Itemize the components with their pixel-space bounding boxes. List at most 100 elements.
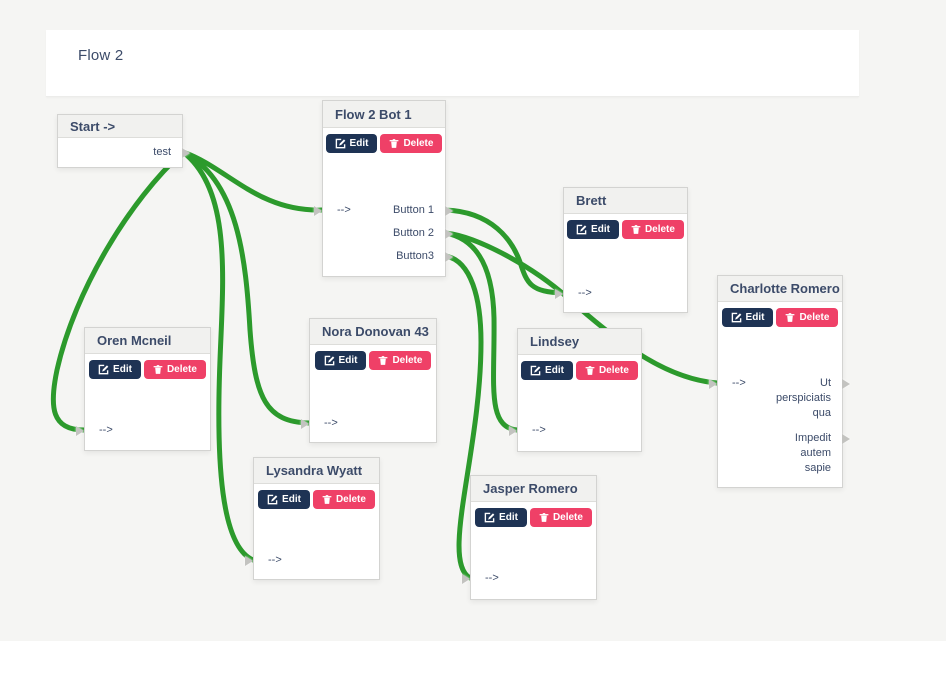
node-title: Charlotte Romero [718,276,842,302]
output-port[interactable] [182,148,190,158]
output-port[interactable] [842,434,850,444]
input-port[interactable] [709,379,717,389]
input-port-label: --> [485,572,499,584]
edit-button-label: Edit [338,355,358,366]
connection-wire[interactable] [180,149,312,426]
input-port[interactable] [76,426,84,436]
input-port-label: --> [578,287,592,299]
edit-button[interactable]: Edit [314,351,367,370]
input-port-label: --> [532,424,546,436]
delete-button[interactable]: Delete [776,308,839,327]
edit-button[interactable]: Edit [567,220,619,239]
input-port[interactable] [555,289,563,299]
delete-icon [379,356,388,365]
delete-button-label: Delete [335,494,366,505]
output-port[interactable] [445,252,453,262]
input-port[interactable] [314,206,322,216]
edit-icon [484,512,495,523]
output-port-label: test [153,146,171,158]
flow-node-flow2bot1[interactable]: Flow 2 Bot 1 Edit Delete --> Button 1 Button … [314,100,453,277]
edit-button-label: Edit [545,365,564,376]
delete-icon [153,365,163,374]
output-port-label: Impedit autem sapie [794,432,831,474]
delete-button[interactable]: Delete [621,220,684,239]
edit-button-label: Edit [349,138,369,149]
connection-wire[interactable] [50,149,186,433]
edit-icon [576,224,587,235]
input-port-label: --> [337,204,351,216]
node-title: Brett [564,188,687,214]
edit-button[interactable]: Edit [89,360,141,379]
delete-button-label: Delete [598,365,629,376]
delete-button[interactable]: Delete [529,508,592,527]
edit-button[interactable]: Edit [521,361,573,380]
edit-button-label: Edit [499,512,518,523]
edit-button[interactable]: Edit [325,134,378,153]
output-port-label: Button3 [396,250,434,262]
flow-node-start[interactable]: Start -> test [57,114,190,168]
input-port-label: --> [268,554,282,566]
delete-button[interactable]: Delete [575,361,638,380]
delete-button[interactable]: Delete [380,134,443,153]
edit-button-label: Edit [282,494,301,505]
delete-icon [539,513,549,522]
edit-button[interactable]: Edit [475,508,527,527]
node-title: Lindsey [518,329,641,355]
edit-icon [98,364,109,375]
input-port[interactable] [245,556,253,566]
connection-wire[interactable] [180,149,256,563]
delete-icon [585,366,595,375]
edit-button[interactable]: Edit [721,308,774,327]
connection-wire[interactable] [443,230,520,433]
delete-button[interactable]: Delete [312,490,375,509]
output-port[interactable] [445,229,453,239]
delete-button-label: Delete [403,138,434,149]
flow-header: Flow 2 [46,30,859,97]
input-port-label: --> [99,424,113,436]
edit-button-label: Edit [113,364,132,375]
edit-icon [530,365,541,376]
delete-icon [390,139,399,148]
output-port-label: Button 1 [393,204,434,216]
node-title: Lysandra Wyatt [254,458,379,484]
output-port-label: Button 2 [393,227,434,239]
output-port[interactable] [445,206,453,216]
input-port-label: --> [732,377,746,389]
delete-icon [631,225,641,234]
node-title: Flow 2 Bot 1 [323,101,445,128]
delete-button[interactable]: Delete [369,351,432,370]
delete-button-label: Delete [552,512,583,523]
delete-icon [786,313,795,322]
edit-button-label: Edit [745,312,765,323]
edit-icon [324,355,334,366]
node-title: Nora Donovan 43 [310,319,436,345]
page-title: Flow 2 [78,47,124,64]
delete-button-label: Delete [644,224,675,235]
connection-wire[interactable] [180,149,325,213]
input-port[interactable] [462,574,470,584]
delete-button-label: Delete [392,355,423,366]
delete-button[interactable]: Delete [143,360,206,379]
edit-button[interactable]: Edit [258,490,310,509]
edit-icon [335,138,345,149]
input-port[interactable] [301,419,309,429]
node-title: Start -> [58,115,182,138]
delete-icon [322,495,332,504]
input-port[interactable] [509,426,517,436]
edit-button-label: Edit [591,224,610,235]
connection-wire[interactable] [443,253,484,581]
edit-icon [267,494,278,505]
edit-icon [731,312,741,323]
delete-button-label: Delete [166,364,197,375]
output-port[interactable] [842,379,850,389]
node-title: Oren Mcneil [85,328,210,354]
output-port-label: Ut perspiciatis qua [775,377,831,419]
